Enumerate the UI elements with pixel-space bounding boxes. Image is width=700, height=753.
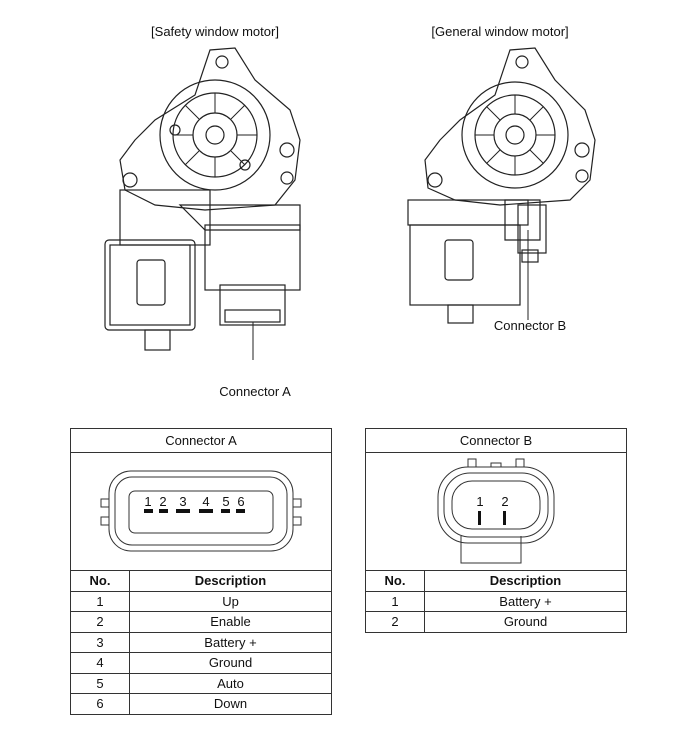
safety-window-motor-drawing — [104, 47, 301, 360]
general-window-motor-drawing — [407, 47, 596, 324]
col-header-no: No. — [365, 570, 425, 592]
connector-b-title: Connector B — [365, 428, 627, 453]
general-motor-caption: [General window motor] — [431, 24, 569, 39]
pin-label: 2 — [501, 494, 508, 509]
pin-label: 3 — [179, 494, 186, 509]
pin-label: 4 — [202, 494, 209, 509]
col-header-description: Description — [129, 570, 332, 592]
connector-a-title: Connector A — [70, 428, 332, 453]
connector-b-callout: Connector B — [493, 318, 567, 333]
col-header-description: Description — [424, 570, 627, 592]
pin-label: 2 — [159, 494, 166, 509]
pin-label: 1 — [476, 494, 483, 509]
col-header-no: No. — [70, 570, 130, 592]
connector-a-callout: Connector A — [219, 384, 291, 399]
safety-motor-caption: [Safety window motor] — [151, 24, 279, 39]
pin-label: 5 — [222, 494, 229, 509]
pin-label: 1 — [144, 494, 151, 509]
pin-label: 6 — [237, 494, 244, 509]
